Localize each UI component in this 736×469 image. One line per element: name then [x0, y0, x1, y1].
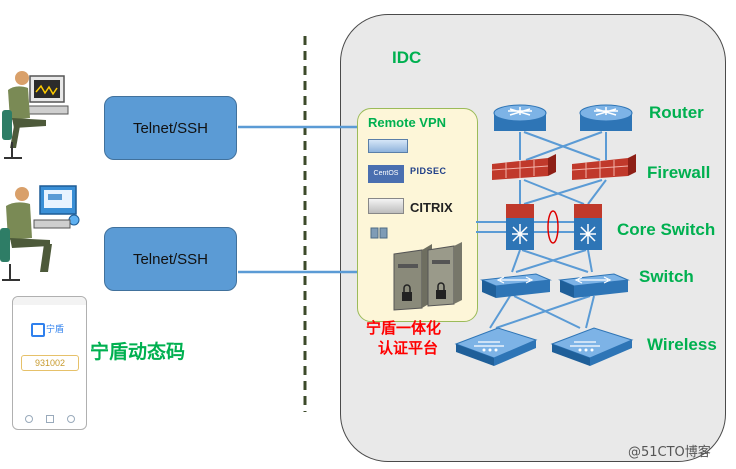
tab-token-icon — [46, 415, 54, 423]
auth-platform-label-line1: 宁盾一体化 — [366, 319, 442, 337]
protocol-box-bottom: Telnet/SSH — [104, 227, 237, 291]
token-code: 931002 — [21, 355, 79, 371]
firewall-1-icon — [491, 154, 556, 180]
tab-settings-icon — [67, 415, 75, 423]
idc-title: IDC — [392, 48, 422, 67]
auth-platform-label-line2: 认证平台 — [378, 339, 439, 357]
switch-2-icon — [558, 273, 630, 298]
database-icon — [370, 227, 388, 239]
core-switch-2-icon — [574, 204, 602, 250]
label-core-switch: Core Switch — [617, 220, 716, 239]
label-wireless: Wireless — [647, 335, 717, 354]
switch-1-icon — [480, 273, 552, 298]
auth-server-icon — [393, 242, 462, 311]
watermark: @51CTO博客 — [628, 445, 711, 460]
centos-logo: CentOS — [368, 165, 404, 183]
vpn-device-icon — [368, 198, 404, 214]
label-switch: Switch — [639, 267, 694, 286]
vpn-title: Remote VPN — [368, 115, 447, 130]
phone-status-bar — [13, 297, 86, 305]
core-switch-1-icon — [506, 204, 534, 250]
wireless-ap-1-icon — [454, 327, 538, 366]
firewall-2-icon — [571, 154, 636, 180]
tab-home-icon — [25, 415, 33, 423]
app-name: 宁盾 — [46, 325, 65, 335]
router-2-icon — [579, 104, 633, 131]
vpn-appliance-icon — [368, 139, 408, 153]
user-at-workstation-icon — [0, 185, 80, 281]
token-label: 宁盾动态码 — [90, 341, 186, 363]
router-1-icon — [493, 104, 547, 131]
stack-link-icon — [547, 210, 559, 244]
label-firewall: Firewall — [647, 163, 711, 182]
separator-line — [303, 36, 307, 412]
pidsec-logo: PIDSEC — [410, 166, 447, 176]
user-at-terminal-icon — [2, 71, 69, 159]
citrix-logo: CITRIX — [410, 200, 453, 215]
wireless-ap-2-icon — [550, 327, 634, 366]
label-router: Router — [649, 103, 704, 122]
app-logo-icon — [31, 323, 45, 337]
phone-token-app: 宁盾 931002 — [12, 296, 87, 430]
protocol-box-top: Telnet/SSH — [104, 96, 237, 160]
